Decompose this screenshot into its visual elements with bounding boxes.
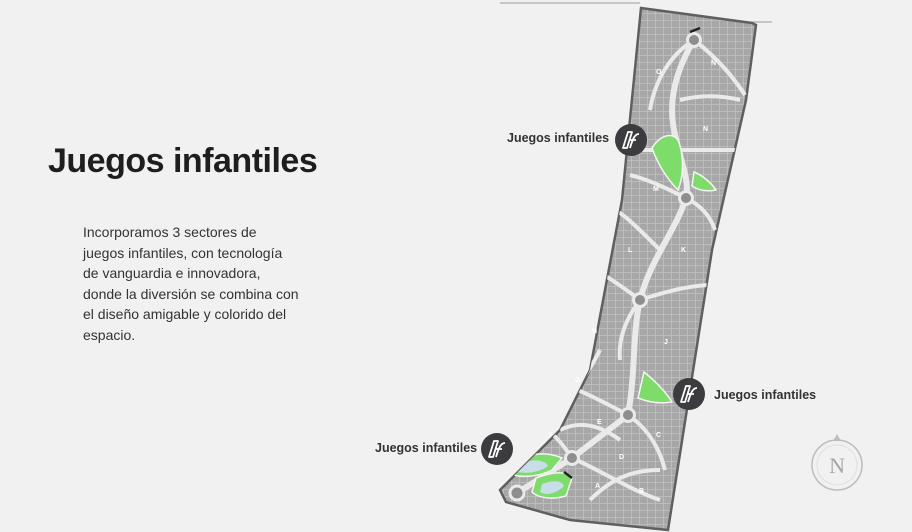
- description-line: espacio.: [83, 326, 136, 343]
- description-line: donde la diversión se combina con: [83, 285, 299, 302]
- playground-label-north: Juegos infantiles: [507, 131, 610, 145]
- description-line: el diseño amigable y colorido del: [83, 306, 287, 322]
- slide-icon: [673, 378, 705, 410]
- sector-label: H: [592, 328, 597, 335]
- sector-label: A: [595, 483, 600, 490]
- playground-label-center: Juegos infantiles: [714, 388, 817, 402]
- north-compass-icon: N: [811, 434, 863, 491]
- sector-label: N: [703, 126, 708, 133]
- playground-label-south: Juegos infantiles: [375, 441, 478, 455]
- description-line: de vanguardia e innovadora,: [83, 265, 261, 281]
- entrance-roundabout: [508, 484, 526, 502]
- roundabouts: [564, 32, 702, 466]
- sector-label: C: [656, 432, 661, 439]
- entrance-gate: [563, 26, 701, 479]
- sector-label: F: [549, 432, 554, 439]
- main-road: [515, 38, 697, 496]
- site-outline: [498, 6, 758, 532]
- green-area: [651, 134, 684, 192]
- green-area: [637, 370, 674, 404]
- sector-label: L: [628, 247, 633, 254]
- slide-icon: [481, 433, 513, 465]
- sector-label: O: [656, 69, 662, 76]
- slide-icon: [615, 124, 647, 156]
- sector-label: M: [653, 186, 659, 193]
- sector-label: B: [639, 488, 644, 495]
- green-area: [691, 170, 718, 192]
- water-area: [540, 481, 564, 494]
- page-title: Juegos infantiles: [48, 142, 318, 180]
- sector-label: K: [681, 247, 686, 254]
- sector-label: G: [575, 377, 581, 384]
- sector-label: Ñ: [711, 58, 716, 67]
- sector-label: E: [597, 419, 602, 426]
- description-line: Incorporamos 3 sectores de: [83, 224, 257, 240]
- sector-label: J: [664, 339, 668, 346]
- description: Incorporamos 3 sectores de juegos infant…: [83, 222, 308, 345]
- description-line: juegos infantiles, con tecnología: [83, 244, 283, 261]
- sector-label: D: [619, 454, 624, 461]
- compass-label: N: [829, 453, 845, 478]
